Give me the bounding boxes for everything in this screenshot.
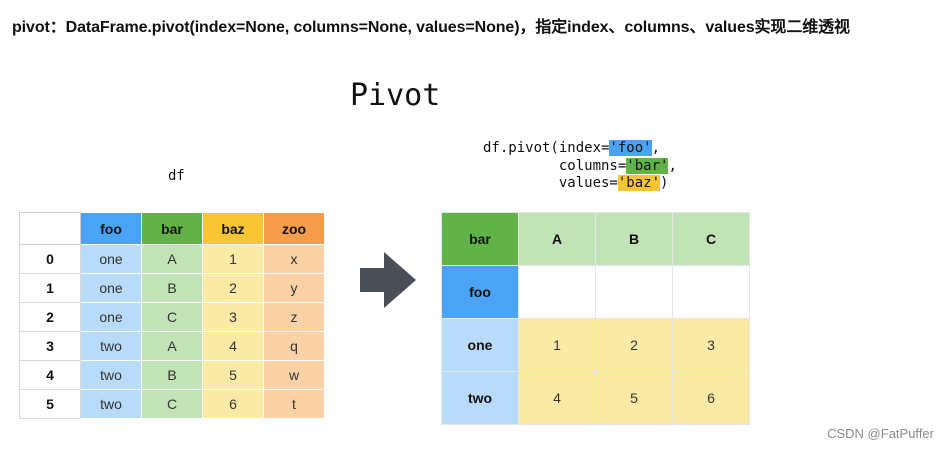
row-index: 3 (19, 331, 81, 361)
page-header: pivot：DataFrame.pivot(index=None, column… (12, 19, 850, 36)
table-cell: 3 (672, 318, 750, 372)
row-index: 2 (19, 302, 81, 332)
result-index-name-row: foo (441, 265, 750, 319)
row-index: 5 (19, 389, 81, 419)
source-corner-cell (19, 212, 81, 245)
table-cell: 2 (202, 273, 264, 303)
code-line1-prefix: df.pivot(index= (483, 140, 610, 156)
row-index: 1 (19, 273, 81, 303)
source-dataframe-table: foo bar baz zoo 0 one A 1 x 1 one B 2 y … (19, 212, 325, 419)
table-cell: t (263, 389, 325, 419)
table-row: one 1 2 3 (441, 318, 750, 372)
empty-cell (595, 265, 673, 319)
table-cell: two (80, 331, 142, 361)
code-line3-prefix: values= (483, 175, 618, 191)
row-index: 0 (19, 244, 81, 274)
table-row: 3 two A 4 q (19, 331, 325, 361)
table-cell: z (263, 302, 325, 332)
result-col-header: C (672, 212, 750, 266)
row-index: 4 (19, 360, 81, 390)
table-row: 0 one A 1 x (19, 244, 325, 274)
code-values-arg: 'baz' (617, 175, 661, 191)
table-cell: 3 (202, 302, 264, 332)
source-col-header: baz (202, 212, 264, 245)
source-col-header: zoo (263, 212, 325, 245)
result-header-row: bar A B C (441, 212, 750, 266)
table-cell: 1 (518, 318, 596, 372)
table-cell: two (80, 389, 142, 419)
table-row: two 4 5 6 (441, 371, 750, 425)
diagram-title: Pivot (350, 78, 441, 113)
df-label: df (168, 168, 185, 184)
pivot-code: df.pivot(index='foo', columns='bar', val… (483, 140, 677, 193)
code-line2-suffix: , (668, 157, 677, 174)
table-cell: 5 (202, 360, 264, 390)
table-cell: 2 (595, 318, 673, 372)
watermark: CSDN @FatPuffer (827, 426, 934, 441)
table-cell: A (141, 331, 203, 361)
code-line3-suffix: ) (660, 175, 669, 191)
pivot-result-table: bar A B C foo one 1 2 3 two 4 5 6 (441, 212, 750, 425)
table-cell: 6 (202, 389, 264, 419)
table-cell: C (141, 389, 203, 419)
right-arrow-icon (360, 252, 416, 308)
code-line1-suffix: , (651, 140, 661, 156)
table-cell: y (263, 273, 325, 303)
source-col-header: foo (80, 212, 142, 245)
table-cell: two (80, 360, 142, 390)
table-cell: w (263, 360, 325, 390)
result-row-index: two (441, 371, 519, 425)
table-cell: A (141, 244, 203, 274)
table-cell: 4 (202, 331, 264, 361)
table-cell: 6 (672, 371, 750, 425)
empty-cell (672, 265, 750, 319)
table-cell: B (141, 273, 203, 303)
table-cell: x (263, 244, 325, 274)
code-index-arg: 'foo' (609, 140, 652, 156)
result-col-header: A (518, 212, 596, 266)
table-cell: one (80, 244, 142, 274)
table-cell: one (80, 302, 142, 332)
table-cell: one (80, 273, 142, 303)
table-row: 2 one C 3 z (19, 302, 325, 332)
table-row: 4 two B 5 w (19, 360, 325, 390)
table-cell: 1 (202, 244, 264, 274)
code-columns-arg: 'bar' (626, 157, 669, 174)
table-cell: 5 (595, 371, 673, 425)
result-index-name: foo (441, 265, 519, 319)
result-row-index: one (441, 318, 519, 372)
table-cell: 4 (518, 371, 596, 425)
source-header-row: foo bar baz zoo (19, 212, 325, 245)
empty-cell (518, 265, 596, 319)
source-col-header: bar (141, 212, 203, 245)
table-cell: C (141, 302, 203, 332)
table-cell: B (141, 360, 203, 390)
table-cell: q (263, 331, 325, 361)
code-line2-prefix: columns= (483, 157, 627, 174)
result-columns-name: bar (441, 212, 519, 266)
result-col-header: B (595, 212, 673, 266)
table-row: 1 one B 2 y (19, 273, 325, 303)
table-row: 5 two C 6 t (19, 389, 325, 419)
